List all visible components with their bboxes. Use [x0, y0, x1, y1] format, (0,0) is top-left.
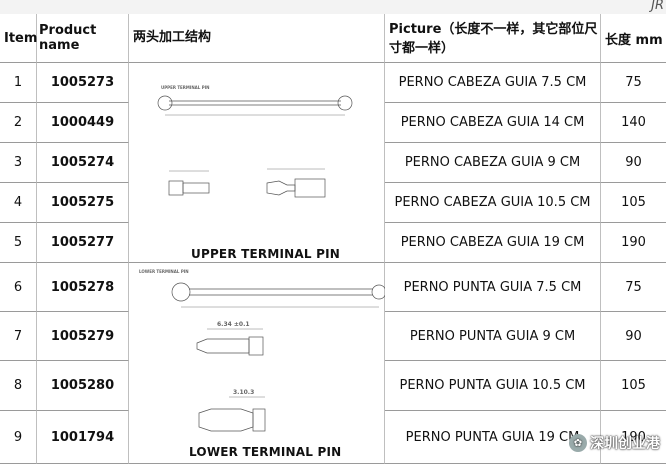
watermark: ✿ 深圳创业港 [569, 433, 660, 453]
upper-pin-svg [157, 95, 353, 198]
cell-length[interactable]: 75 [601, 263, 666, 312]
cell-length[interactable]: 75 [601, 63, 666, 103]
cell-product-name[interactable]: 1000449 [37, 103, 129, 143]
cell-product-name[interactable]: 1005275 [37, 183, 129, 223]
cell-length[interactable]: 190 [601, 223, 666, 263]
header-length[interactable]: 长度 mm [601, 14, 666, 63]
cell-picture-desc[interactable]: PERNO CABEZA GUIA 14 CM [385, 103, 601, 143]
upper-pin-drawing: UPPER TERMINAL PIN UPPER TERMINAL PIN [129, 63, 385, 263]
cell-picture-desc[interactable]: PERNO CABEZA GUIA 9 CM [385, 143, 601, 183]
cell-picture-desc[interactable]: PERNO PUNTA GUIA 7.5 CM [385, 263, 601, 312]
cell-product-name[interactable]: 1005278 [37, 263, 129, 312]
lower-pin-svg [171, 282, 387, 432]
dim-634: 6.34 ±0.1 [217, 321, 250, 328]
cell-length[interactable]: 190 [601, 411, 666, 464]
cell-product-name[interactable]: 1005279 [37, 312, 129, 361]
cell-length[interactable]: 90 [601, 312, 666, 361]
cell-length[interactable]: 140 [601, 103, 666, 143]
cell-picture-desc[interactable]: PERNO PUNTA GUIA 10.5 CM [385, 361, 601, 411]
upper-small-title: UPPER TERMINAL PIN [161, 85, 210, 90]
cell-product-name[interactable]: 1005273 [37, 63, 129, 103]
cell-product-name[interactable]: 1005277 [37, 223, 129, 263]
watermark-text: 深圳创业港 [590, 436, 660, 452]
lower-pin-drawing: LOWER TERMINAL PIN 6.34 ±0.1 3.10.3 LOWE… [129, 263, 387, 464]
cell-length[interactable]: 105 [601, 361, 666, 411]
header-item[interactable]: Item [0, 14, 37, 63]
cell-item[interactable]: 6 [0, 263, 37, 312]
lower-small-title: LOWER TERMINAL PIN [139, 269, 189, 274]
cell-length[interactable]: 90 [601, 143, 666, 183]
cell-item[interactable]: 1 [0, 63, 37, 103]
cell-item[interactable]: 5 [0, 223, 37, 263]
cell-item[interactable]: 7 [0, 312, 37, 361]
dim-310: 3.10.3 [233, 389, 255, 396]
cell-item[interactable]: 8 [0, 361, 37, 411]
cell-item[interactable]: 2 [0, 103, 37, 143]
header-structure[interactable]: 两头加工结构 [129, 14, 385, 63]
lower-pin-label: LOWER TERMINAL PIN [189, 445, 342, 459]
top-strip: JR [0, 0, 666, 15]
cell-picture-desc[interactable]: PERNO PUNTA GUIA 9 CM [385, 312, 601, 361]
header-picture[interactable]: Picture（长度不一样，其它部位尺寸都一样） [385, 14, 601, 63]
cell-product-name[interactable]: 1005274 [37, 143, 129, 183]
cell-product-name[interactable]: 1005280 [37, 361, 129, 411]
cell-picture-desc[interactable]: PERNO CABEZA GUIA 10.5 CM [385, 183, 601, 223]
cell-picture-desc[interactable]: PERNO CABEZA GUIA 7.5 CM [385, 63, 601, 103]
cell-item[interactable]: 4 [0, 183, 37, 223]
upper-pin-label: UPPER TERMINAL PIN [191, 247, 341, 261]
wechat-icon: ✿ [569, 434, 587, 452]
header-product-name[interactable]: Product name [37, 14, 129, 63]
cell-picture-desc[interactable]: PERNO CABEZA GUIA 19 CM [385, 223, 601, 263]
cell-length[interactable]: 105 [601, 183, 666, 223]
cell-picture-desc[interactable]: PERNO PUNTA GUIA 19 CM [385, 411, 601, 464]
cell-item[interactable]: 3 [0, 143, 37, 183]
corner-text: JR [651, 0, 664, 13]
cell-product-name[interactable]: 1001794 [37, 411, 129, 464]
cell-item[interactable]: 9 [0, 411, 37, 464]
